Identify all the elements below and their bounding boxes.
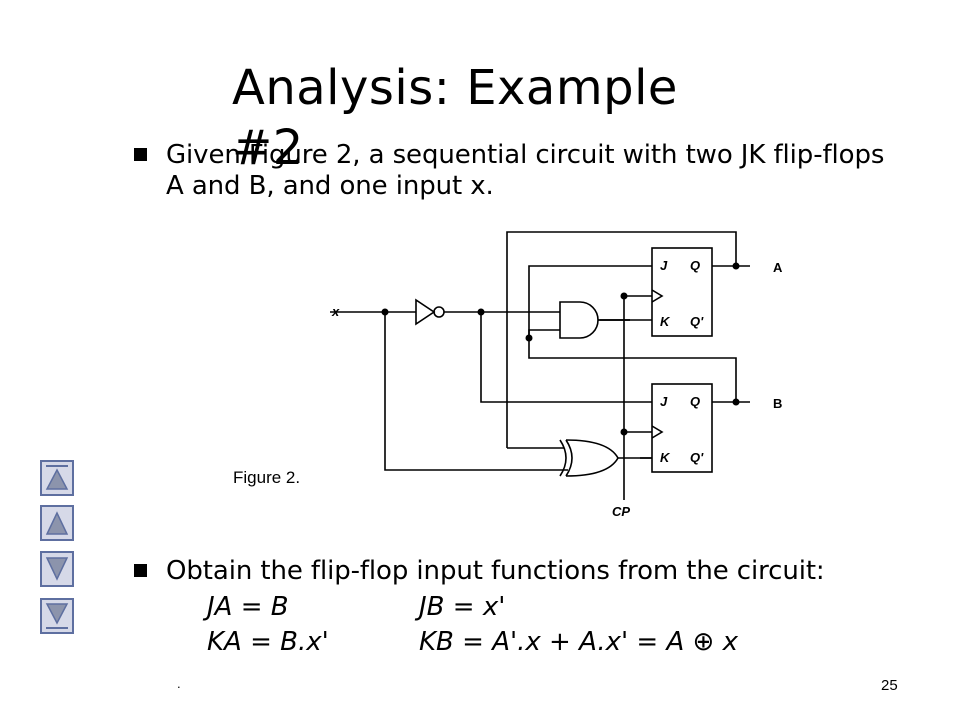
flip-flop-a bbox=[651, 247, 713, 337]
slide-title: Analysis: Example #2 bbox=[232, 60, 678, 176]
footer-dot: . bbox=[177, 676, 181, 691]
bullet-obtain-functions: Obtain the flip-flop input functions fro… bbox=[134, 556, 926, 587]
next-slide-icon bbox=[45, 557, 69, 581]
clock-label: CP bbox=[612, 504, 630, 519]
last-slide-button[interactable] bbox=[40, 598, 74, 634]
bullet-text: Obtain the flip-flop input functions fro… bbox=[166, 556, 825, 586]
ff-b-q-label: Q bbox=[690, 394, 700, 409]
previous-slide-button[interactable] bbox=[40, 505, 74, 541]
first-slide-icon bbox=[45, 465, 69, 490]
equation-jb: JB = x' bbox=[419, 592, 506, 622]
ff-b-qbar-label: Q' bbox=[690, 450, 704, 465]
bullet-text: Given Figure 2, a sequential circuit wit… bbox=[166, 140, 885, 201]
ff-a-k-label: K bbox=[660, 314, 671, 329]
bullet-square-icon bbox=[134, 148, 147, 161]
equation-kb: KB = A'.x + A.x' = A ⊕ x bbox=[419, 627, 738, 657]
sequential-circuit-diagram: x A B CP J Q K Q' J Q K Q' bbox=[330, 231, 783, 519]
bullet-given-figure: Given Figure 2, a sequential circuit wit… bbox=[134, 140, 906, 202]
flip-flop-b bbox=[651, 383, 713, 473]
inverter-gate bbox=[415, 298, 436, 326]
input-x-label: x bbox=[331, 304, 340, 319]
xor-gate bbox=[559, 439, 567, 477]
last-slide-icon bbox=[45, 603, 69, 629]
first-slide-button[interactable] bbox=[40, 460, 74, 496]
ff-a-qbar-label: Q' bbox=[690, 314, 704, 329]
figure-caption: Figure 2. bbox=[233, 468, 301, 487]
ff-a-j-label: J bbox=[660, 258, 668, 273]
ff-a-q-label: Q bbox=[690, 258, 700, 273]
bullet-square-icon bbox=[134, 564, 147, 577]
and-gate bbox=[559, 301, 599, 339]
equation-ka: KA = B.x' bbox=[207, 627, 329, 657]
output-b-label: B bbox=[773, 396, 782, 411]
equation-ja: JA = B bbox=[207, 592, 289, 622]
ff-b-j-label: J bbox=[660, 394, 668, 409]
previous-slide-icon bbox=[45, 511, 69, 535]
output-a-label: A bbox=[773, 260, 783, 275]
page-number: 25 bbox=[881, 677, 898, 694]
next-slide-button[interactable] bbox=[40, 551, 74, 587]
ff-b-k-label: K bbox=[660, 450, 671, 465]
